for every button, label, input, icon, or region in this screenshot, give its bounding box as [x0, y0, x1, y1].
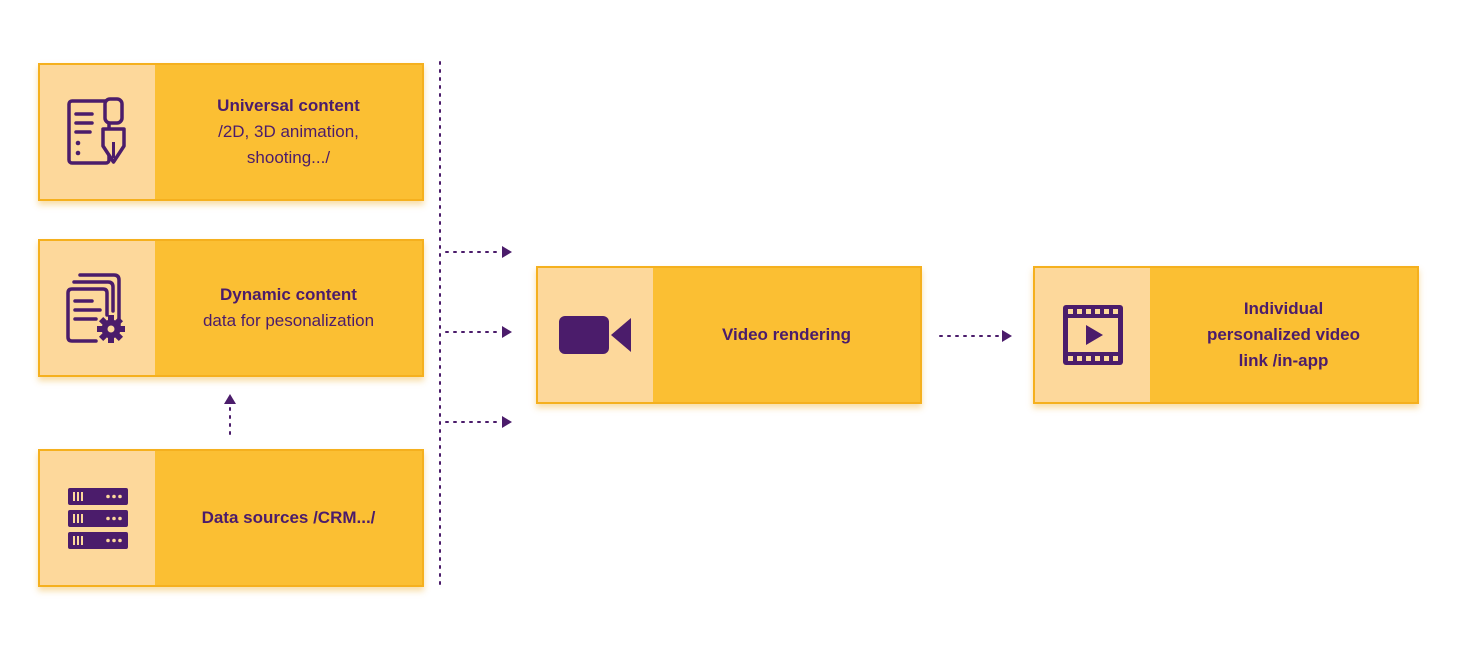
- personalized-video-node: Individual personalized video link /in-a…: [1033, 266, 1419, 404]
- documents-gear-icon: [65, 273, 125, 343]
- video-camera-icon: [558, 316, 631, 354]
- datasources-title: Data sources /CRM.../: [201, 508, 376, 527]
- arrow-to-rendering-middle: [445, 326, 512, 338]
- document-pen-icon: [66, 97, 126, 165]
- server-stack-icon: [67, 488, 128, 549]
- rendering-icon-panel: [538, 268, 653, 402]
- data-sources-node: Data sources /CRM.../: [38, 449, 424, 587]
- output-text: Individual personalized video link /in-a…: [1150, 268, 1417, 402]
- output-title: Individual personalized video link /in-a…: [1206, 299, 1361, 370]
- dynamic-icon-panel: [40, 241, 155, 375]
- film-play-icon: [1062, 305, 1123, 365]
- universal-text: Universal content /2D, 3D animation, sho…: [155, 65, 422, 199]
- arrow-to-rendering-top: [445, 246, 512, 258]
- dynamic-title: Dynamic content: [220, 285, 357, 304]
- video-rendering-node: Video rendering: [536, 266, 922, 404]
- arrow-to-rendering-bottom: [445, 416, 512, 428]
- dynamic-text: Dynamic content data for pesonalization: [155, 241, 422, 375]
- output-icon-panel: [1035, 268, 1150, 402]
- dynamic-content-node: Dynamic content data for pesonalization: [38, 239, 424, 377]
- arrow-to-output: [939, 330, 1012, 342]
- universal-line-1: /2D, 3D animation,: [218, 122, 359, 141]
- universal-title: Universal content: [217, 96, 360, 115]
- universal-icon-panel: [40, 65, 155, 199]
- universal-subtitle: /2D, 3D animation, shooting.../: [218, 119, 359, 171]
- universal-line-2: shooting.../: [246, 148, 331, 167]
- dynamic-line-1: data for pesonalization: [202, 311, 375, 330]
- dynamic-subtitle: data for pesonalization: [203, 308, 374, 334]
- datasources-icon-panel: [40, 451, 155, 585]
- rendering-text: Video rendering: [653, 268, 920, 402]
- arrow-datasources-to-dynamic: [224, 394, 236, 435]
- rendering-title: Video rendering: [721, 325, 852, 344]
- universal-content-node: Universal content /2D, 3D animation, sho…: [38, 63, 424, 201]
- datasources-text: Data sources /CRM.../: [155, 451, 422, 585]
